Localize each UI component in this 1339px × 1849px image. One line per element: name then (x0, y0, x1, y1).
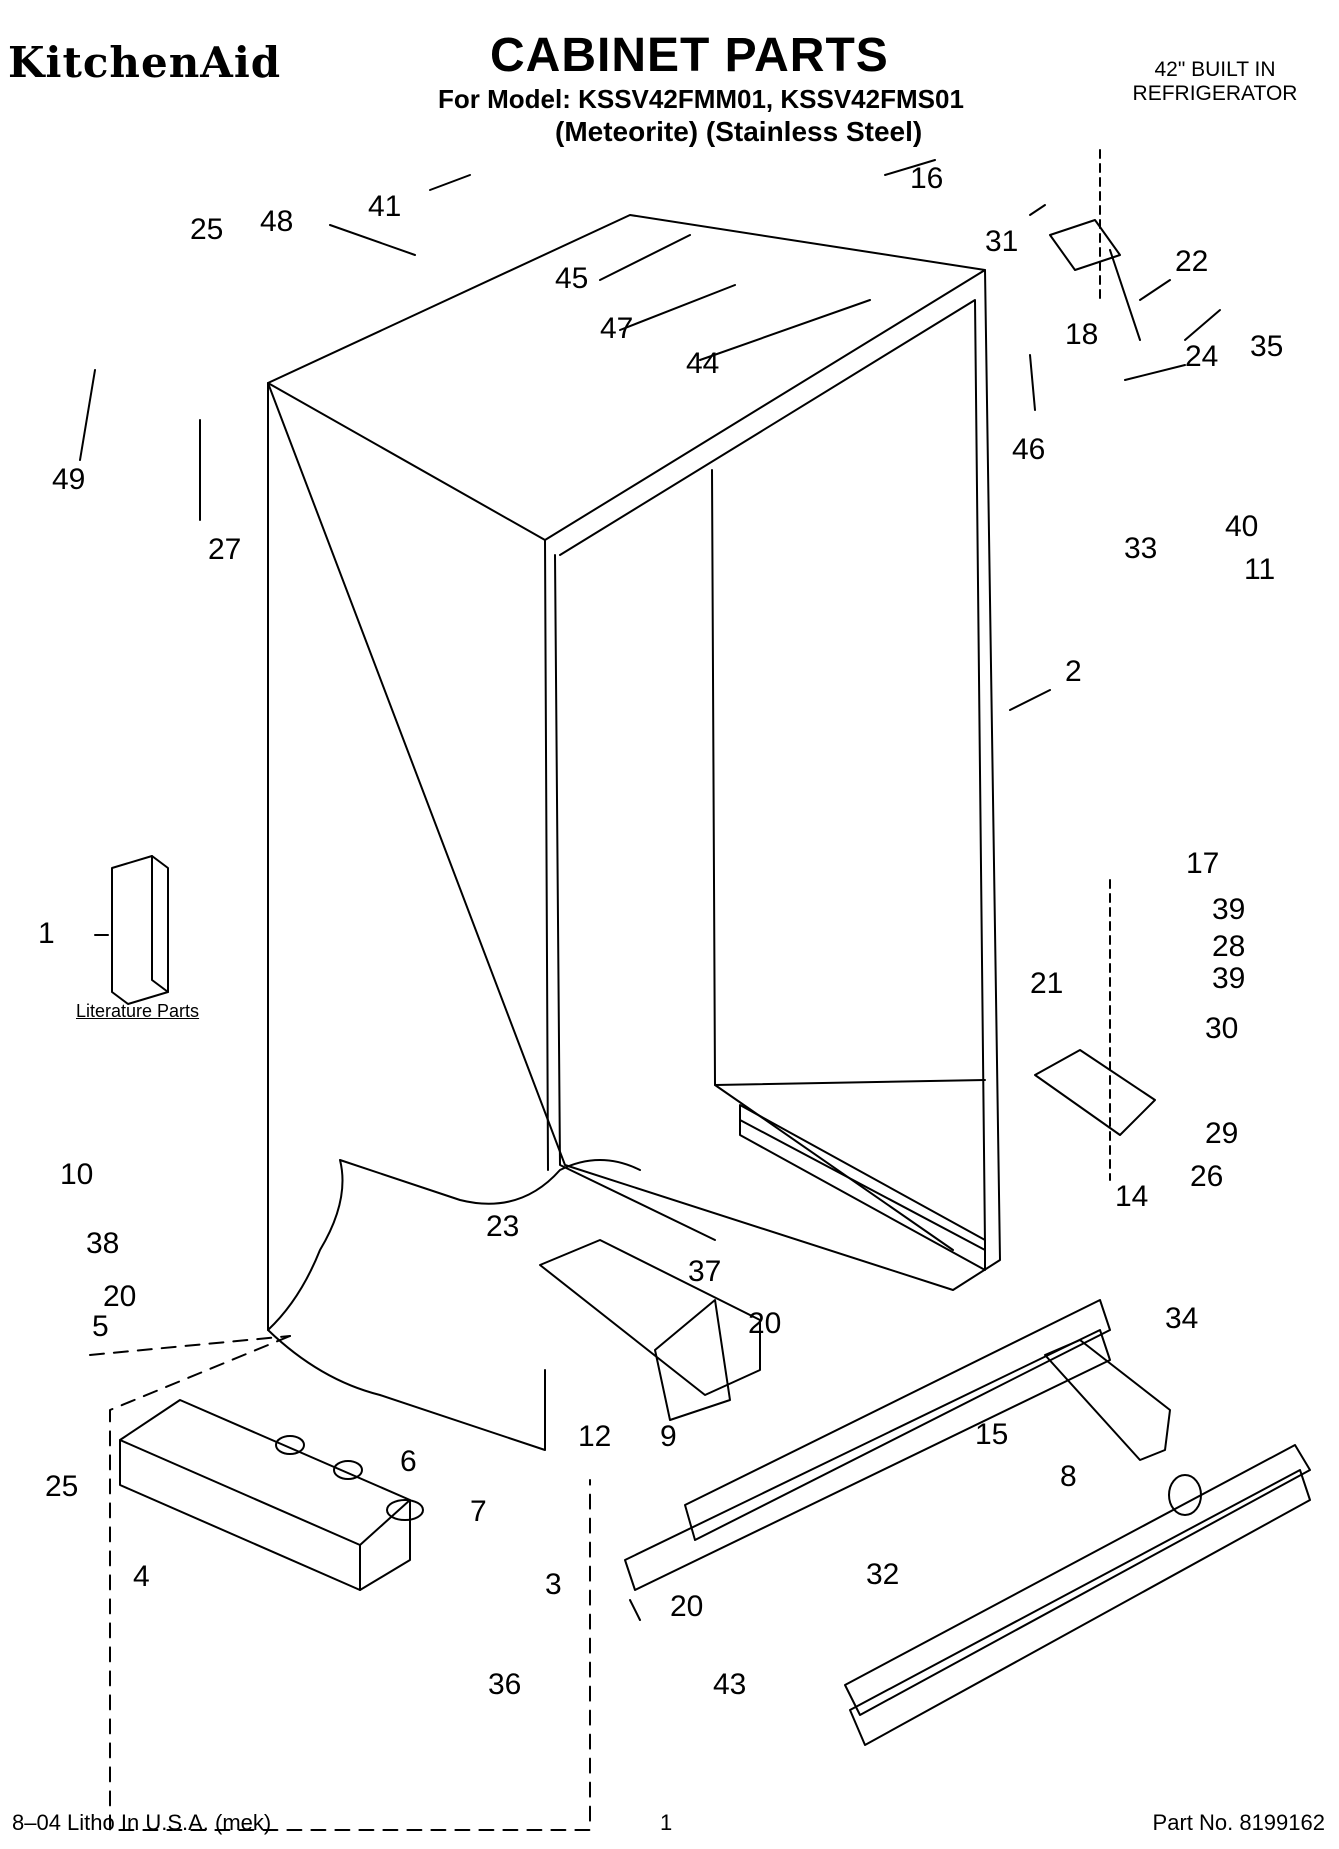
callout-41: 41 (368, 190, 402, 223)
footer-litho: 8–04 Litho In U.S.A. (mek) (12, 1810, 272, 1835)
callout-arrows (79, 159, 1221, 936)
callout-15: 15 (975, 1418, 1009, 1451)
callout-46: 46 (1012, 433, 1046, 466)
callout-39a: 39 (1212, 893, 1246, 926)
cabinet-body (267, 214, 1001, 1451)
callout-43: 43 (713, 1668, 747, 1701)
callout-28: 28 (1212, 930, 1246, 963)
tube-assembly (539, 1239, 761, 1421)
callout-21: 21 (1030, 967, 1064, 1000)
callout-25b: 25 (45, 1470, 79, 1503)
callout-36: 36 (488, 1668, 522, 1701)
callout-34: 34 (1165, 1302, 1199, 1335)
page-number: 1 (660, 1810, 673, 1835)
callout-33: 33 (1124, 532, 1158, 565)
top-hinge (1049, 149, 1121, 301)
grille-panels (624, 1299, 1311, 1746)
callout-9: 9 (660, 1420, 677, 1453)
product-type: 42" BUILT IN REFRIGERATOR (1100, 58, 1330, 106)
callout-3: 3 (545, 1568, 562, 1601)
callout-35: 35 (1250, 330, 1284, 363)
callout-27: 27 (208, 533, 242, 566)
callout-30: 30 (1205, 1012, 1239, 1045)
model-variants: (Meteorite) (Stainless Steel) (555, 116, 923, 147)
part-number: Part No. 8199162 (1152, 1810, 1325, 1835)
lower-hinge (1034, 879, 1156, 1181)
callout-18: 18 (1065, 318, 1099, 351)
callout-20c: 20 (670, 1590, 704, 1623)
callout-20b: 20 (748, 1307, 782, 1340)
callout-7: 7 (470, 1495, 487, 1528)
base-assembly (119, 1399, 424, 1591)
roller-part (1044, 1339, 1202, 1516)
callout-2: 2 (1065, 655, 1082, 688)
callout-20a: 20 (103, 1280, 137, 1313)
callout-12: 12 (578, 1420, 612, 1453)
callout-45: 45 (555, 262, 589, 295)
literature-box (111, 855, 169, 1005)
callout-39b: 39 (1212, 962, 1246, 995)
callout-11: 11 (1244, 553, 1276, 586)
callout-8: 8 (1060, 1460, 1077, 1493)
callout-32: 32 (866, 1558, 900, 1591)
callout-6: 6 (400, 1445, 417, 1478)
product-type-line1: 42" BUILT IN (1154, 58, 1276, 81)
callout-24: 24 (1185, 340, 1219, 373)
callout-4: 4 (133, 1560, 150, 1593)
callout-17: 17 (1186, 847, 1220, 880)
callout-25a: 25 (190, 213, 224, 246)
callout-14: 14 (1115, 1180, 1149, 1213)
callout-16: 16 (910, 162, 944, 195)
brand-logo: KitchenAid (8, 38, 282, 87)
callout-22: 22 (1175, 245, 1209, 278)
model-numbers: For Model: KSSV42FMM01, KSSV42FMS01 (438, 84, 964, 114)
callout-40: 40 (1225, 510, 1259, 543)
page-title: CABINET PARTS (490, 29, 889, 82)
callout-29: 29 (1205, 1117, 1239, 1150)
callout-10: 10 (60, 1158, 94, 1191)
callout-23: 23 (486, 1210, 520, 1243)
callout-5: 5 (92, 1310, 109, 1343)
callout-1: 1 (38, 917, 55, 950)
literature-parts-label: Literature Parts (76, 1001, 200, 1021)
callout-47: 47 (600, 312, 634, 345)
base-frame (89, 1335, 591, 1831)
callout-48: 48 (260, 205, 294, 238)
callout-44: 44 (686, 347, 720, 380)
callout-37: 37 (688, 1255, 722, 1288)
callout-49: 49 (52, 463, 86, 496)
callout-38: 38 (86, 1227, 120, 1260)
product-type-line2: REFRIGERATOR (1132, 82, 1298, 105)
callout-31: 31 (985, 225, 1019, 258)
callout-26: 26 (1190, 1160, 1224, 1193)
